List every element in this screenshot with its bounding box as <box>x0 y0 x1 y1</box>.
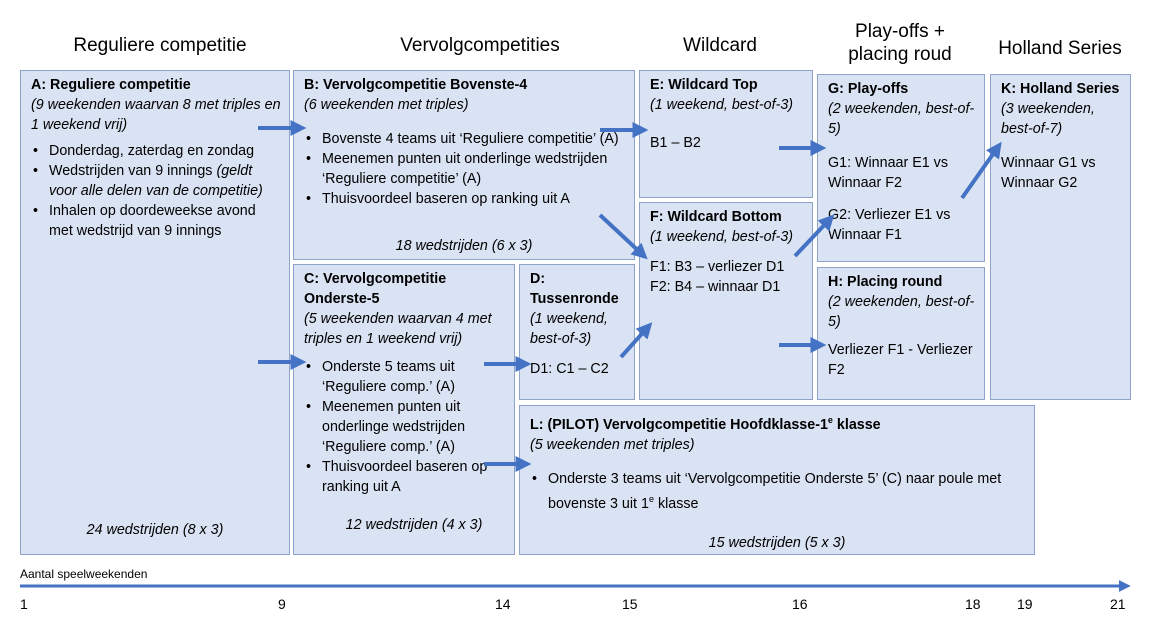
box-a-bullet-3: Inhalen op doordeweekse avond met wedstr… <box>33 201 281 241</box>
arrow-b-to-f <box>598 213 648 260</box>
box-d-title: D: Tussenronde <box>530 271 619 307</box>
box-b-top4: B: Vervolgcompetitie Bovenste-4 (6 weeke… <box>293 70 635 260</box>
box-l-bullet-1: Onderste 3 teams uit ‘Vervolgcompetitie … <box>532 469 1026 514</box>
box-a-subtitle: (9 weekenden waarvan 8 met triples en 1 … <box>31 97 281 133</box>
arrow-d-to-f <box>619 322 653 359</box>
box-f-line-1: F1: B3 – verliezer D1 <box>650 259 785 275</box>
box-l-subtitle: (5 weekenden met triples) <box>530 436 695 453</box>
timeline-tick-14: 14 <box>495 596 511 612</box>
box-k-title: K: Holland Series <box>1001 81 1120 97</box>
box-g-line-1: G1: Winnaar E1 vs Winnaar F2 <box>828 155 948 191</box>
box-d-line-1: D1: C1 – C2 <box>530 361 609 377</box>
box-c-footer: 12 wedstrijden (4 x 3) <box>345 517 483 533</box>
timeline-tick-16: 16 <box>792 596 808 612</box>
box-l-bullet-1-sup: e <box>648 493 654 504</box>
timeline-tick-21: 21 <box>1110 596 1126 612</box>
box-l-pilot: L: (PILOT) Vervolgcompetitie Hoofdklasse… <box>519 405 1035 555</box>
box-k-subtitle: (3 weekenden, best-of-7) <box>1001 101 1095 137</box>
box-b-bullet-1: Bovenste 4 teams uit ‘Reguliere competit… <box>306 129 626 149</box>
box-f-subtitle: (1 weekend, best-of-3) <box>650 229 794 245</box>
box-l-title-suffix: klasse <box>832 416 881 433</box>
box-l-title-sup: e <box>827 415 833 425</box>
box-c-bullet-3: Thuisvoordeel baseren op ranking uit A <box>306 457 506 497</box>
box-l-bullet-1-suffix: klasse <box>653 495 699 512</box>
timeline-tick-15: 15 <box>622 596 638 612</box>
timeline-tick-1: 1 <box>20 596 28 612</box>
timeline-tick-9: 9 <box>278 596 286 612</box>
box-b-footer: 18 wedstrijden (6 x 3) <box>395 238 533 254</box>
timeline-tick-19: 19 <box>1017 596 1033 612</box>
header-wildcard: Wildcard <box>683 35 757 56</box>
arrow-g-to-k <box>960 141 1002 200</box>
box-a-bullet-2: Wedstrijden van 9 innings (geldt voor al… <box>33 161 281 201</box>
box-b-bullets: Bovenste 4 teams uit ‘Reguliere competit… <box>304 129 626 209</box>
box-l-footer: 15 wedstrijden (5 x 3) <box>708 535 846 551</box>
box-e-line-1: B1 – B2 <box>650 135 701 151</box>
box-h-line-1: Verliezer F1 - Verliezer F2 <box>828 342 973 378</box>
timeline-label: Aantal speelweekenden <box>20 567 148 581</box>
box-l-title-text: L: (PILOT) Vervolgcompetitie Hoofdklasse… <box>530 416 828 433</box>
box-l-title: L: (PILOT) Vervolgcompetitie Hoofdklasse… <box>530 410 1026 435</box>
box-a-bullet-2-text: Wedstrijden van 9 innings <box>49 163 213 179</box>
box-b-subtitle: (6 weekenden met triples) <box>304 97 469 113</box>
box-b-title: B: Vervolgcompetitie Bovenste-4 <box>304 77 528 93</box>
box-f-title: F: Wildcard Bottom <box>650 209 782 225</box>
box-h-title: H: Placing round <box>828 274 943 290</box>
box-c-bullet-1: Onderste 5 teams uit ‘Reguliere comp.’ (… <box>306 357 506 397</box>
box-b-bullet-3: Thuisvoordeel baseren op ranking uit A <box>306 189 626 209</box>
box-f-line-2: F2: B4 – winnaar D1 <box>650 279 781 295</box>
box-g-playoffs: G: Play-offs (2 weekenden, best-of-5) G1… <box>817 74 985 262</box>
arrow-f-to-g <box>793 214 835 258</box>
box-l-bullet-1-text: Onderste 3 teams uit ‘Vervolgcompetitie … <box>548 470 1002 512</box>
box-h-subtitle: (2 weekenden, best-of-5) <box>828 294 975 330</box>
header-regular: Reguliere competitie <box>73 35 247 56</box>
box-c-bullet-2: Meenemen punten uit onderlinge wedstrijd… <box>306 397 506 457</box>
box-l-bullets: Onderste 3 teams uit ‘Vervolgcompetitie … <box>530 469 1026 514</box>
header-playoffs: Play-offs + placing roud <box>848 21 952 65</box>
box-d-subtitle: (1 weekend, best-of-3) <box>530 311 608 347</box>
box-k-line-1: Winnaar G1 vs Winnaar G2 <box>1001 155 1096 191</box>
box-a-title: A: Reguliere competitie <box>31 77 191 93</box>
box-d-intermediate: D: Tussenronde (1 weekend, best-of-3) D1… <box>519 264 635 400</box>
header-followup: Vervolgcompetities <box>400 35 560 56</box>
box-c-title: C: Vervolgcompetitie Onderste-5 <box>304 271 447 307</box>
box-f-wildcard-bottom: F: Wildcard Bottom (1 weekend, best-of-3… <box>639 202 813 400</box>
box-a-bullet-1: Donderdag, zaterdag en zondag <box>33 141 281 161</box>
box-c-bottom5: C: Vervolgcompetitie Onderste-5 (5 weeke… <box>293 264 515 555</box>
box-a-bullet-2-note: (geldt voor alle delen van de competitie… <box>49 163 263 199</box>
box-c-bullets: Onderste 5 teams uit ‘Reguliere comp.’ (… <box>304 357 506 497</box>
box-k-holland-series: K: Holland Series (3 weekenden, best-of-… <box>990 74 1131 400</box>
box-g-subtitle: (2 weekenden, best-of-5) <box>828 101 975 137</box>
box-a-regular-competition: A: Reguliere competitie (9 weekenden waa… <box>20 70 290 555</box>
box-h-placing-round: H: Placing round (2 weekenden, best-of-5… <box>817 267 985 400</box>
box-g-line-2: G2: Verliezer E1 vs Winnaar F1 <box>828 207 951 243</box>
box-e-title: E: Wildcard Top <box>650 77 758 93</box>
timeline-tick-18: 18 <box>965 596 981 612</box>
box-g-title: G: Play-offs <box>828 81 909 97</box>
box-e-wildcard-top: E: Wildcard Top (1 weekend, best-of-3) B… <box>639 70 813 198</box>
box-a-bullets: Donderdag, zaterdag en zondag Wedstrijde… <box>31 141 281 241</box>
box-a-footer: 24 wedstrijden (8 x 3) <box>86 522 224 538</box>
header-holland: Holland Series <box>998 38 1122 59</box>
box-b-bullet-2: Meenemen punten uit onderlinge wedstrijd… <box>306 149 626 189</box>
box-e-subtitle: (1 weekend, best-of-3) <box>650 97 794 113</box>
box-c-subtitle: (5 weekenden waarvan 4 met triples en 1 … <box>304 311 492 347</box>
